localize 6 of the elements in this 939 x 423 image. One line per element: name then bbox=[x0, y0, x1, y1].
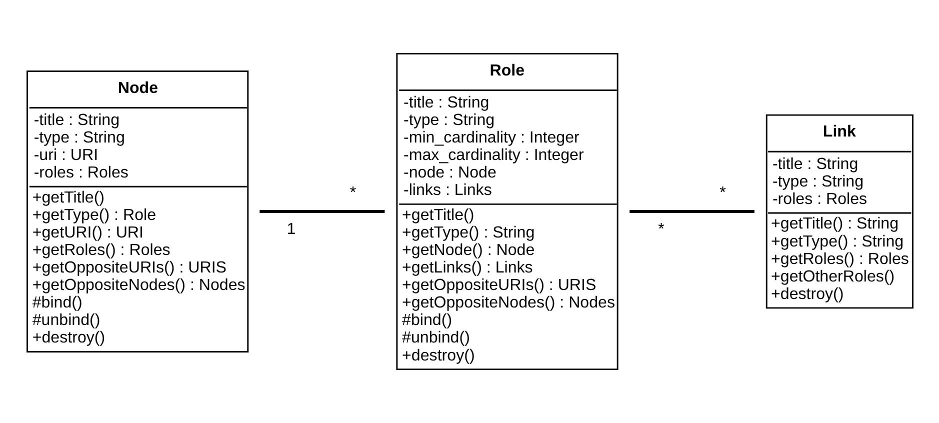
connector bbox=[629, 210, 754, 213]
label: * bbox=[349, 183, 356, 202]
label: * bbox=[658, 220, 664, 238]
label: 1 bbox=[286, 220, 296, 238]
label: * bbox=[719, 183, 726, 202]
connector bbox=[259, 210, 384, 213]
